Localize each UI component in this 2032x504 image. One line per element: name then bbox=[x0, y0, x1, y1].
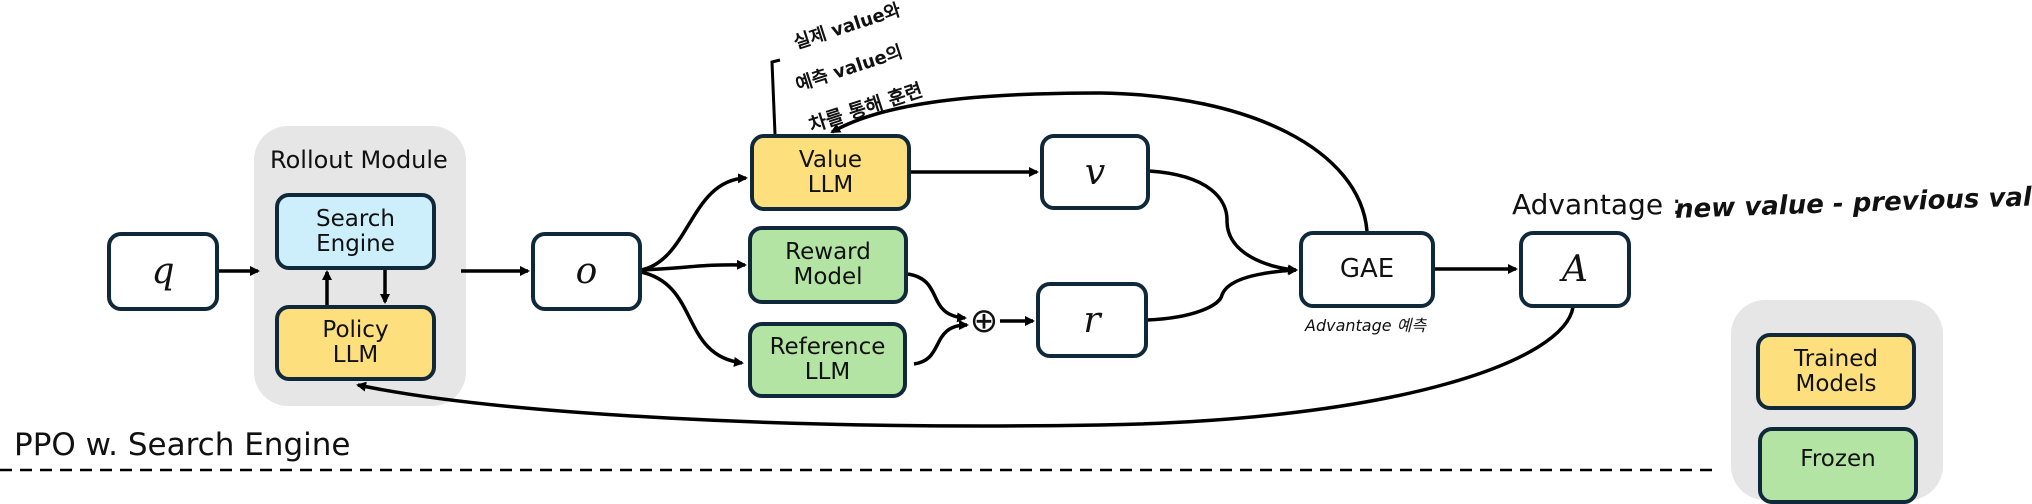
gae-box[interactable]: GAE bbox=[1299, 231, 1435, 308]
advantage-label: Advantage : bbox=[1512, 188, 1681, 221]
policy-llm-label: Policy LLM bbox=[322, 317, 389, 368]
v-symbol: v bbox=[1084, 151, 1106, 193]
arrow-v-to-gae bbox=[1148, 169, 1298, 275]
reference-llm-label: Reference LLM bbox=[769, 334, 886, 385]
advantage-text: Advantage bbox=[1512, 188, 1664, 221]
arrow-o-to-reference bbox=[640, 270, 744, 367]
gae-label: GAE bbox=[1339, 254, 1395, 284]
reference-llm-box[interactable]: Reference LLM bbox=[748, 322, 907, 398]
q-node[interactable]: q bbox=[107, 232, 219, 311]
value-llm-label: Value LLM bbox=[798, 146, 863, 198]
a-symbol: A bbox=[1562, 249, 1588, 290]
o-node[interactable]: o bbox=[531, 232, 642, 311]
legend-frozen: Frozen bbox=[1758, 427, 1918, 504]
arrow-reference-to-sum bbox=[913, 320, 969, 366]
diagram-title: PPO w. Search Engine bbox=[14, 427, 351, 463]
value-llm-box[interactable]: Value LLM bbox=[750, 134, 911, 211]
o-symbol: o bbox=[575, 251, 598, 292]
reward-model-label: Reward Model bbox=[785, 239, 871, 290]
annotation-bracket bbox=[770, 58, 781, 135]
search-engine-box[interactable]: Search Engine bbox=[275, 193, 436, 270]
arrow-gae-to-value bbox=[830, 91, 1369, 232]
sum-symbol: ⊕ bbox=[969, 301, 999, 341]
connections bbox=[0, 58, 1720, 472]
legend-frozen-label: Frozen bbox=[1800, 446, 1876, 472]
gae-handwritten-note: Advantage 예측 bbox=[1305, 316, 1427, 335]
arrow-o-to-value bbox=[640, 173, 748, 272]
arrow-r-to-gae bbox=[1146, 265, 1298, 322]
reward-model-box[interactable]: Reward Model bbox=[748, 226, 908, 304]
r-symbol: r bbox=[1083, 299, 1101, 341]
r-node[interactable]: r bbox=[1036, 282, 1148, 358]
legend-trained-models: Trained Models bbox=[1756, 333, 1916, 410]
v-node[interactable]: v bbox=[1040, 134, 1150, 210]
advantage-colon: : bbox=[1671, 188, 1682, 221]
a-node[interactable]: A bbox=[1519, 231, 1631, 308]
legend-trained-label: Trained Models bbox=[1794, 345, 1878, 397]
q-symbol: q bbox=[151, 251, 175, 292]
sum-operator-icon: ⊕ bbox=[966, 302, 1002, 340]
rollout-module-label: Rollout Module bbox=[270, 146, 448, 174]
arrow-reward-to-sum bbox=[907, 272, 967, 323]
arrow-a-to-policy bbox=[356, 306, 1575, 428]
policy-llm-box[interactable]: Policy LLM bbox=[275, 305, 436, 381]
arrow-o-to-reward bbox=[640, 259, 747, 272]
search-engine-label: Search Engine bbox=[315, 205, 396, 257]
